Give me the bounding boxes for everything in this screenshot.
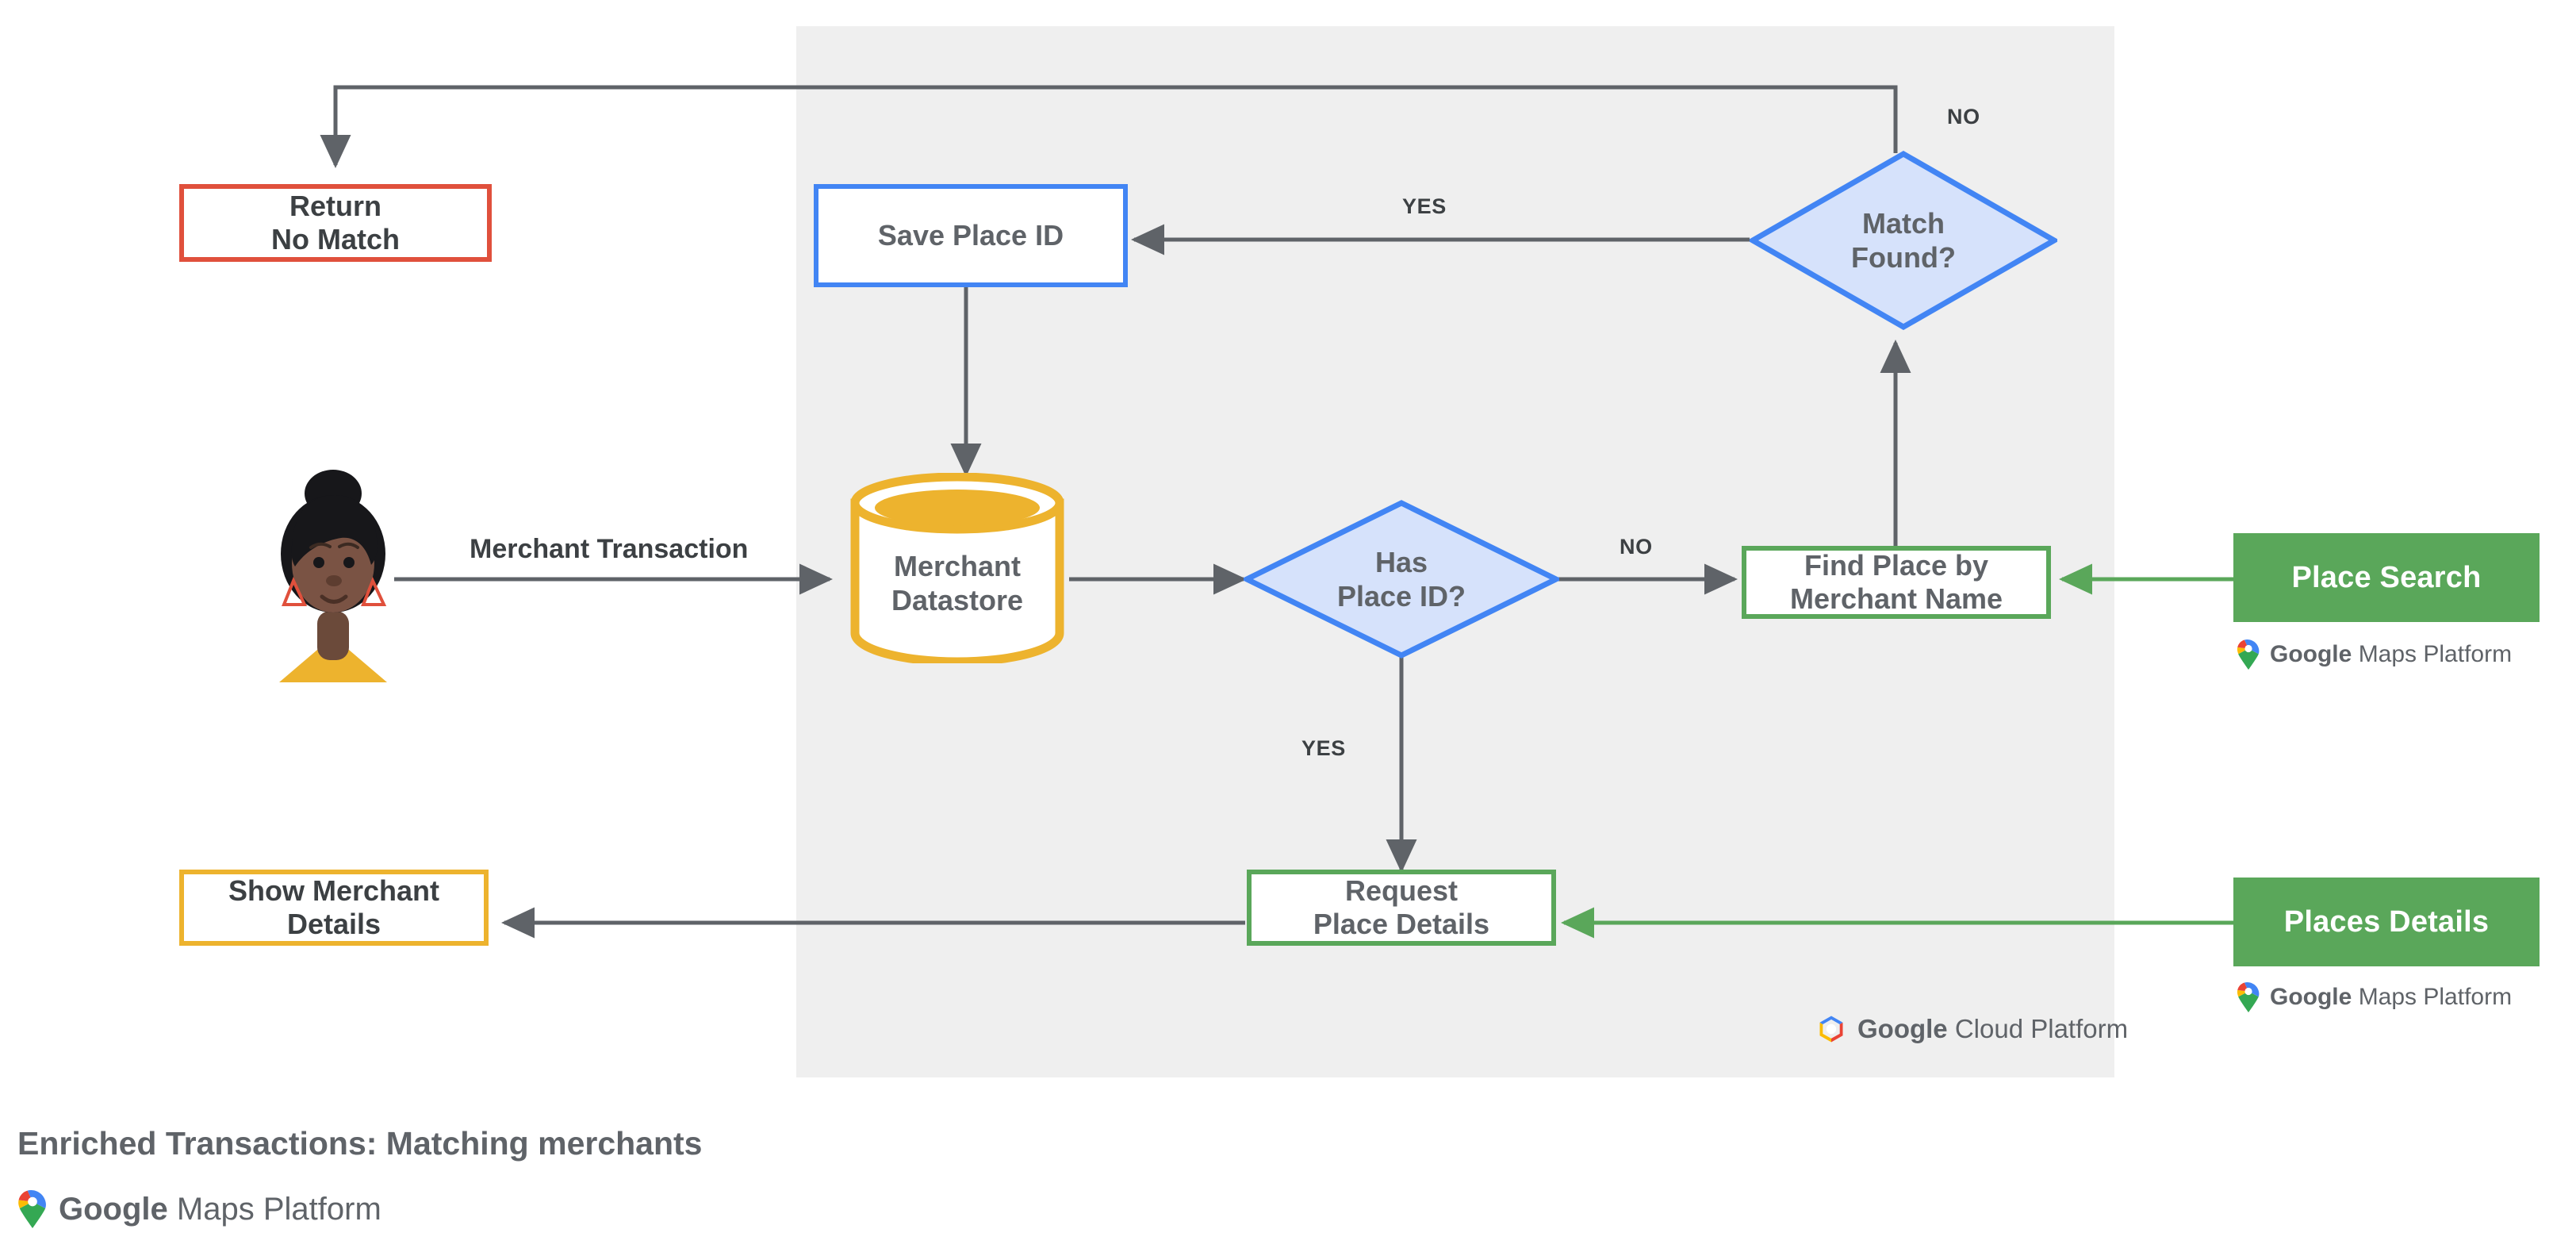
- brand-text: Google Maps Platform: [2270, 641, 2513, 667]
- node-find-place-by-merchant-name[interactable]: Find Place by Merchant Name: [1742, 546, 2051, 619]
- node-request-place-details-label: Request Place Details: [1313, 874, 1490, 940]
- avatar-merchant-customer: [262, 460, 404, 682]
- page-title: Enriched Transactions: Matching merchant…: [17, 1125, 703, 1162]
- google-maps-pin-icon: [2237, 982, 2260, 1012]
- node-save-place-id-label: Save Place ID: [877, 218, 1064, 252]
- match-found-diamond-shape: [1750, 151, 2057, 330]
- brand-google-maps-platform-place-search: Google Maps Platform: [2237, 639, 2512, 670]
- node-find-place-by-merchant-name-label: Find Place by Merchant Name: [1789, 548, 2003, 615]
- brand-google-cloud-platform: Google Cloud Platform: [1816, 1014, 2128, 1044]
- node-return-no-match[interactable]: Return No Match: [179, 184, 492, 262]
- footer-brand-google-maps-platform: Google Maps Platform: [17, 1190, 381, 1228]
- node-return-no-match-label: Return No Match: [271, 189, 400, 255]
- chip-place-search-label: Place Search: [2291, 560, 2482, 594]
- node-request-place-details[interactable]: Request Place Details: [1247, 870, 1556, 946]
- edge-label-merchant-transaction: Merchant Transaction: [470, 534, 749, 564]
- datastore-cylinder-shape: [850, 473, 1064, 663]
- edge-label-yes-has-place-id: YES: [1301, 736, 1346, 760]
- avatar-illustration: [279, 470, 387, 682]
- node-show-merchant-details-label: Show Merchant Details: [228, 874, 440, 940]
- brand-google-maps-platform-places-details: Google Maps Platform: [2237, 982, 2512, 1012]
- brand-text: Google Maps Platform: [2270, 984, 2513, 1010]
- node-merchant-datastore[interactable]: Merchant Datastore: [850, 473, 1064, 663]
- chip-places-details-label: Places Details: [2283, 904, 2490, 939]
- edge-label-yes-match-found: YES: [1402, 194, 1447, 218]
- google-maps-pin-icon: [18, 1190, 46, 1228]
- node-match-found[interactable]: Match Found?: [1750, 151, 2057, 330]
- node-save-place-id[interactable]: Save Place ID: [814, 184, 1128, 287]
- brand-text: Google Maps Platform: [59, 1191, 381, 1227]
- node-has-place-id[interactable]: Has Place ID?: [1244, 500, 1559, 659]
- edge-label-no-has-place-id: NO: [1620, 535, 1653, 559]
- node-has-place-id-label: Has Place ID?: [1336, 545, 1466, 613]
- chip-places-details[interactable]: Places Details: [2233, 878, 2540, 966]
- edge-label-no-match-found: NO: [1947, 105, 1980, 129]
- google-cloud-platform-icon: [1819, 1016, 1843, 1043]
- chip-place-search[interactable]: Place Search: [2233, 533, 2540, 622]
- google-maps-pin-icon: [2237, 639, 2260, 670]
- has-place-id-diamond-shape: [1244, 500, 1559, 659]
- node-show-merchant-details[interactable]: Show Merchant Details: [179, 870, 489, 946]
- brand-text: Google Cloud Platform: [1857, 1014, 2129, 1043]
- node-match-found-label: Match Found?: [1851, 206, 1956, 274]
